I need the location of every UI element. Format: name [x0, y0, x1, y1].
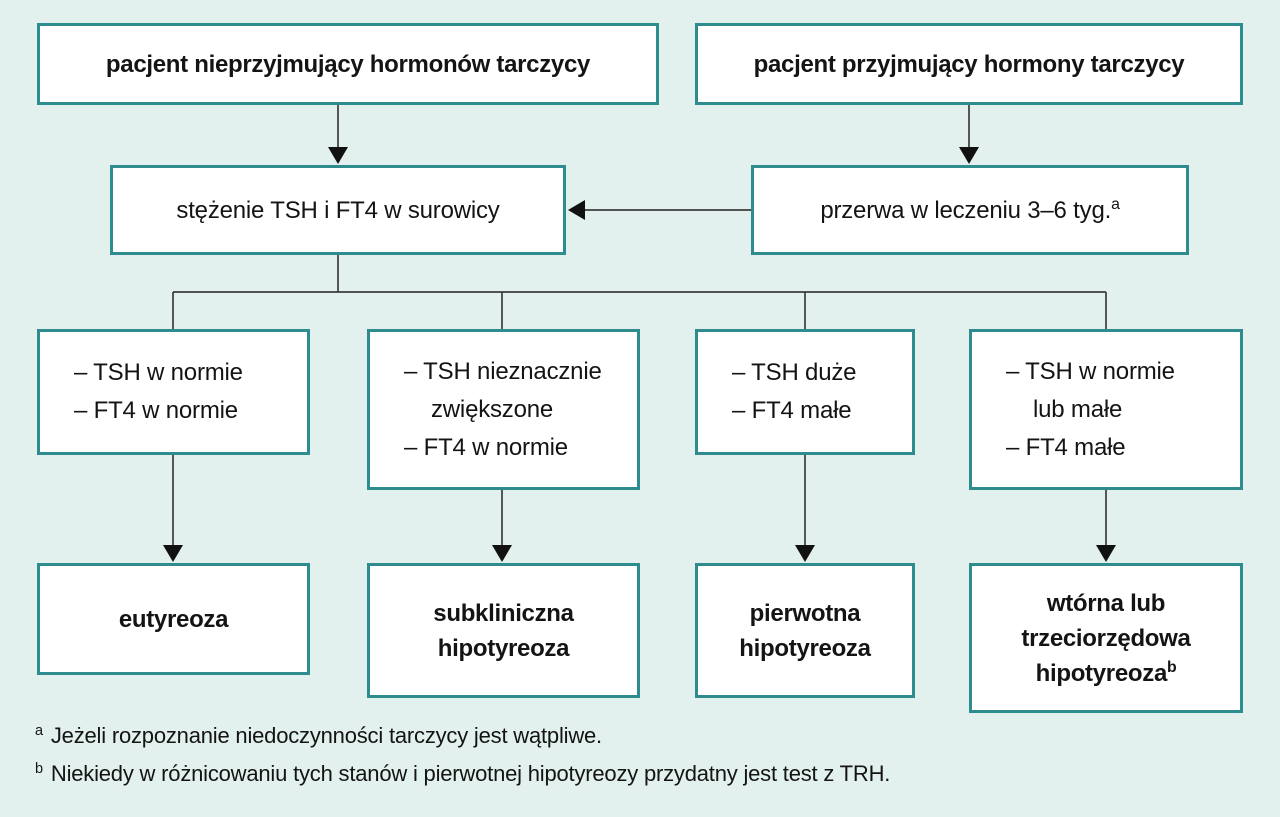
node-cond-tsh-normal-or-low-ft4-low: – TSH w normie lub małe – FT4 małe [969, 329, 1243, 490]
arrowhead-down-icon [492, 545, 512, 562]
condition-line: – FT4 w normie [74, 397, 238, 424]
footnote-a: a Jeżeli rozpoznanie niedoczynności tarcz… [35, 720, 1265, 751]
diagnosis-line: trzeciorzędowa [1021, 624, 1191, 652]
footnotes: a Jeżeli rozpoznanie niedoczynności tarcz… [35, 720, 1265, 796]
footnote-marker-a: a [1111, 195, 1120, 213]
footnote-a-marker: a [35, 722, 43, 739]
arrowhead-down-icon [163, 545, 183, 562]
node-label: pacjent nieprzyjmujący hormonów tarczycy [105, 50, 591, 78]
condition-line: – FT4 małe [1006, 433, 1126, 461]
diagnosis-line: eutyreoza [118, 605, 229, 633]
condition-line: lub małe [1033, 395, 1123, 423]
diagnosis-line: wtórna lub [1046, 589, 1166, 617]
arrowhead-down-icon [1096, 545, 1116, 562]
node-serum-tsh-ft4: stężenie TSH i FT4 w surowicy [110, 165, 566, 255]
arrowhead-down-icon [795, 545, 815, 562]
node-label: pacjent przyjmujący hormony tarczycy [753, 50, 1185, 78]
diagnosis-line: hipotyreozab [1036, 656, 1177, 691]
node-cond-tsh-slightly-elevated: – TSH nieznacznie zwiększone – FT4 w nor… [367, 329, 640, 490]
node-diagnosis-secondary-tertiary-hypothyroidism: wtórna lub trzeciorzędowa hipotyreozab [969, 563, 1243, 713]
footnote-b-text: Niekiedy w różnicowaniu tych stanów i pi… [50, 761, 891, 786]
diagnosis-line: subkliniczna [433, 599, 574, 627]
node-diagnosis-primary-hypothyroidism: pierwotna hipotyreoza [695, 563, 915, 698]
condition-line: – TSH w normie [74, 359, 243, 386]
arrowhead-left-icon [568, 200, 585, 220]
condition-line: – FT4 małe [732, 397, 852, 424]
condition-line: – TSH w normie [1006, 357, 1175, 385]
condition-line: – TSH nieznacznie [404, 357, 602, 385]
node-label: stężenie TSH i FT4 w surowicy [176, 196, 500, 224]
condition-line: – FT4 w normie [404, 433, 568, 461]
node-cond-tsh-normal-ft4-normal: – TSH w normie – FT4 w normie [37, 329, 310, 455]
condition-line: zwiększone [431, 395, 554, 423]
node-treatment-pause: przerwa w leczeniu 3–6 tyg.a [751, 165, 1189, 255]
arrowhead-down-icon [959, 147, 979, 164]
diagnosis-line: hipotyreoza [739, 634, 871, 662]
node-diagnosis-subclinical-hypothyroidism: subkliniczna hipotyreoza [367, 563, 640, 698]
footnote-a-text: Jeżeli rozpoznanie niedoczynności tarczy… [50, 723, 602, 748]
diagnosis-line: pierwotna [749, 599, 861, 627]
arrowhead-down-icon [328, 147, 348, 164]
node-patient-taking-hormones: pacjent przyjmujący hormony tarczycy [695, 23, 1243, 105]
node-diagnosis-euthyroid: eutyreoza [37, 563, 310, 675]
node-label: przerwa w leczeniu 3–6 tyg.a [820, 193, 1120, 228]
footnote-b: b Niekiedy w różnicowaniu tych stanów i p… [35, 758, 1265, 789]
node-patient-not-taking-hormones: pacjent nieprzyjmujący hormonów tarczycy [37, 23, 659, 105]
footnote-b-marker: b [35, 760, 43, 777]
node-label-text: przerwa w leczeniu 3–6 tyg. [820, 196, 1112, 224]
footnote-marker-b: b [1167, 658, 1177, 676]
diagnosis-line: hipotyreoza [437, 634, 570, 662]
diagnosis-line-text: hipotyreoza [1035, 659, 1168, 687]
node-cond-tsh-high-ft4-low: – TSH duże – FT4 małe [695, 329, 915, 455]
condition-line: – TSH duże [732, 359, 857, 386]
